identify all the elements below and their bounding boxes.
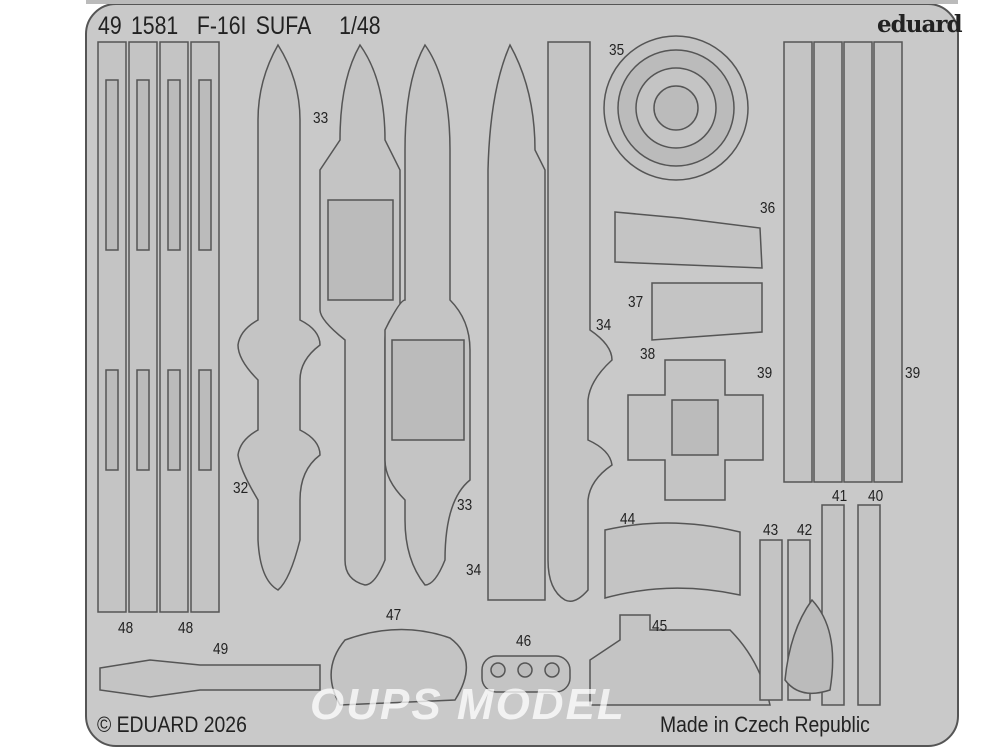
part-35 bbox=[603, 35, 749, 181]
part-44 bbox=[604, 522, 741, 599]
part-label: 37 bbox=[628, 294, 644, 311]
part-48-strips bbox=[97, 41, 220, 613]
part-label: 49 bbox=[213, 641, 229, 658]
part-label: 39 bbox=[905, 365, 921, 382]
part-label: 48 bbox=[178, 620, 194, 637]
part-label: 44 bbox=[620, 511, 636, 528]
part-32 bbox=[237, 43, 321, 591]
part-label: 39 bbox=[757, 365, 773, 382]
part-label: 34 bbox=[466, 562, 482, 579]
part-label: 32 bbox=[233, 480, 249, 497]
part-39-strips bbox=[783, 41, 903, 483]
part-label: 42 bbox=[797, 522, 813, 539]
part-38 bbox=[627, 359, 764, 501]
part-label: 38 bbox=[640, 346, 656, 363]
part-34b bbox=[547, 41, 613, 602]
part-label: 40 bbox=[868, 488, 884, 505]
origin: Made in Czech Republic bbox=[660, 712, 870, 737]
part-33a bbox=[319, 43, 401, 586]
part-label: 43 bbox=[763, 522, 779, 539]
part-label: 35 bbox=[609, 42, 625, 59]
part-33b bbox=[384, 43, 471, 586]
part-47 bbox=[330, 628, 468, 706]
part-49 bbox=[99, 659, 321, 698]
part-34a bbox=[487, 43, 546, 601]
part-46 bbox=[481, 655, 571, 693]
part-label: 36 bbox=[760, 200, 776, 217]
part-label: 45 bbox=[652, 618, 668, 635]
part-label: 41 bbox=[832, 488, 848, 505]
copyright: © EDUARD 2026 bbox=[97, 712, 247, 737]
part-label: 33 bbox=[313, 110, 329, 127]
part-label: 48 bbox=[118, 620, 134, 637]
watermark: OUPS MODEL bbox=[310, 680, 626, 729]
part-36 bbox=[614, 211, 763, 269]
part-37 bbox=[651, 282, 763, 341]
part-label: 46 bbox=[516, 633, 532, 650]
fret-title: 49 1581 F-16I SUFA 1/48 bbox=[98, 12, 381, 40]
part-label: 34 bbox=[596, 317, 612, 334]
part-40-43 bbox=[759, 504, 881, 706]
brand-logo: eduard bbox=[877, 11, 963, 38]
part-label: 33 bbox=[457, 497, 473, 514]
part-label: 47 bbox=[386, 607, 402, 624]
